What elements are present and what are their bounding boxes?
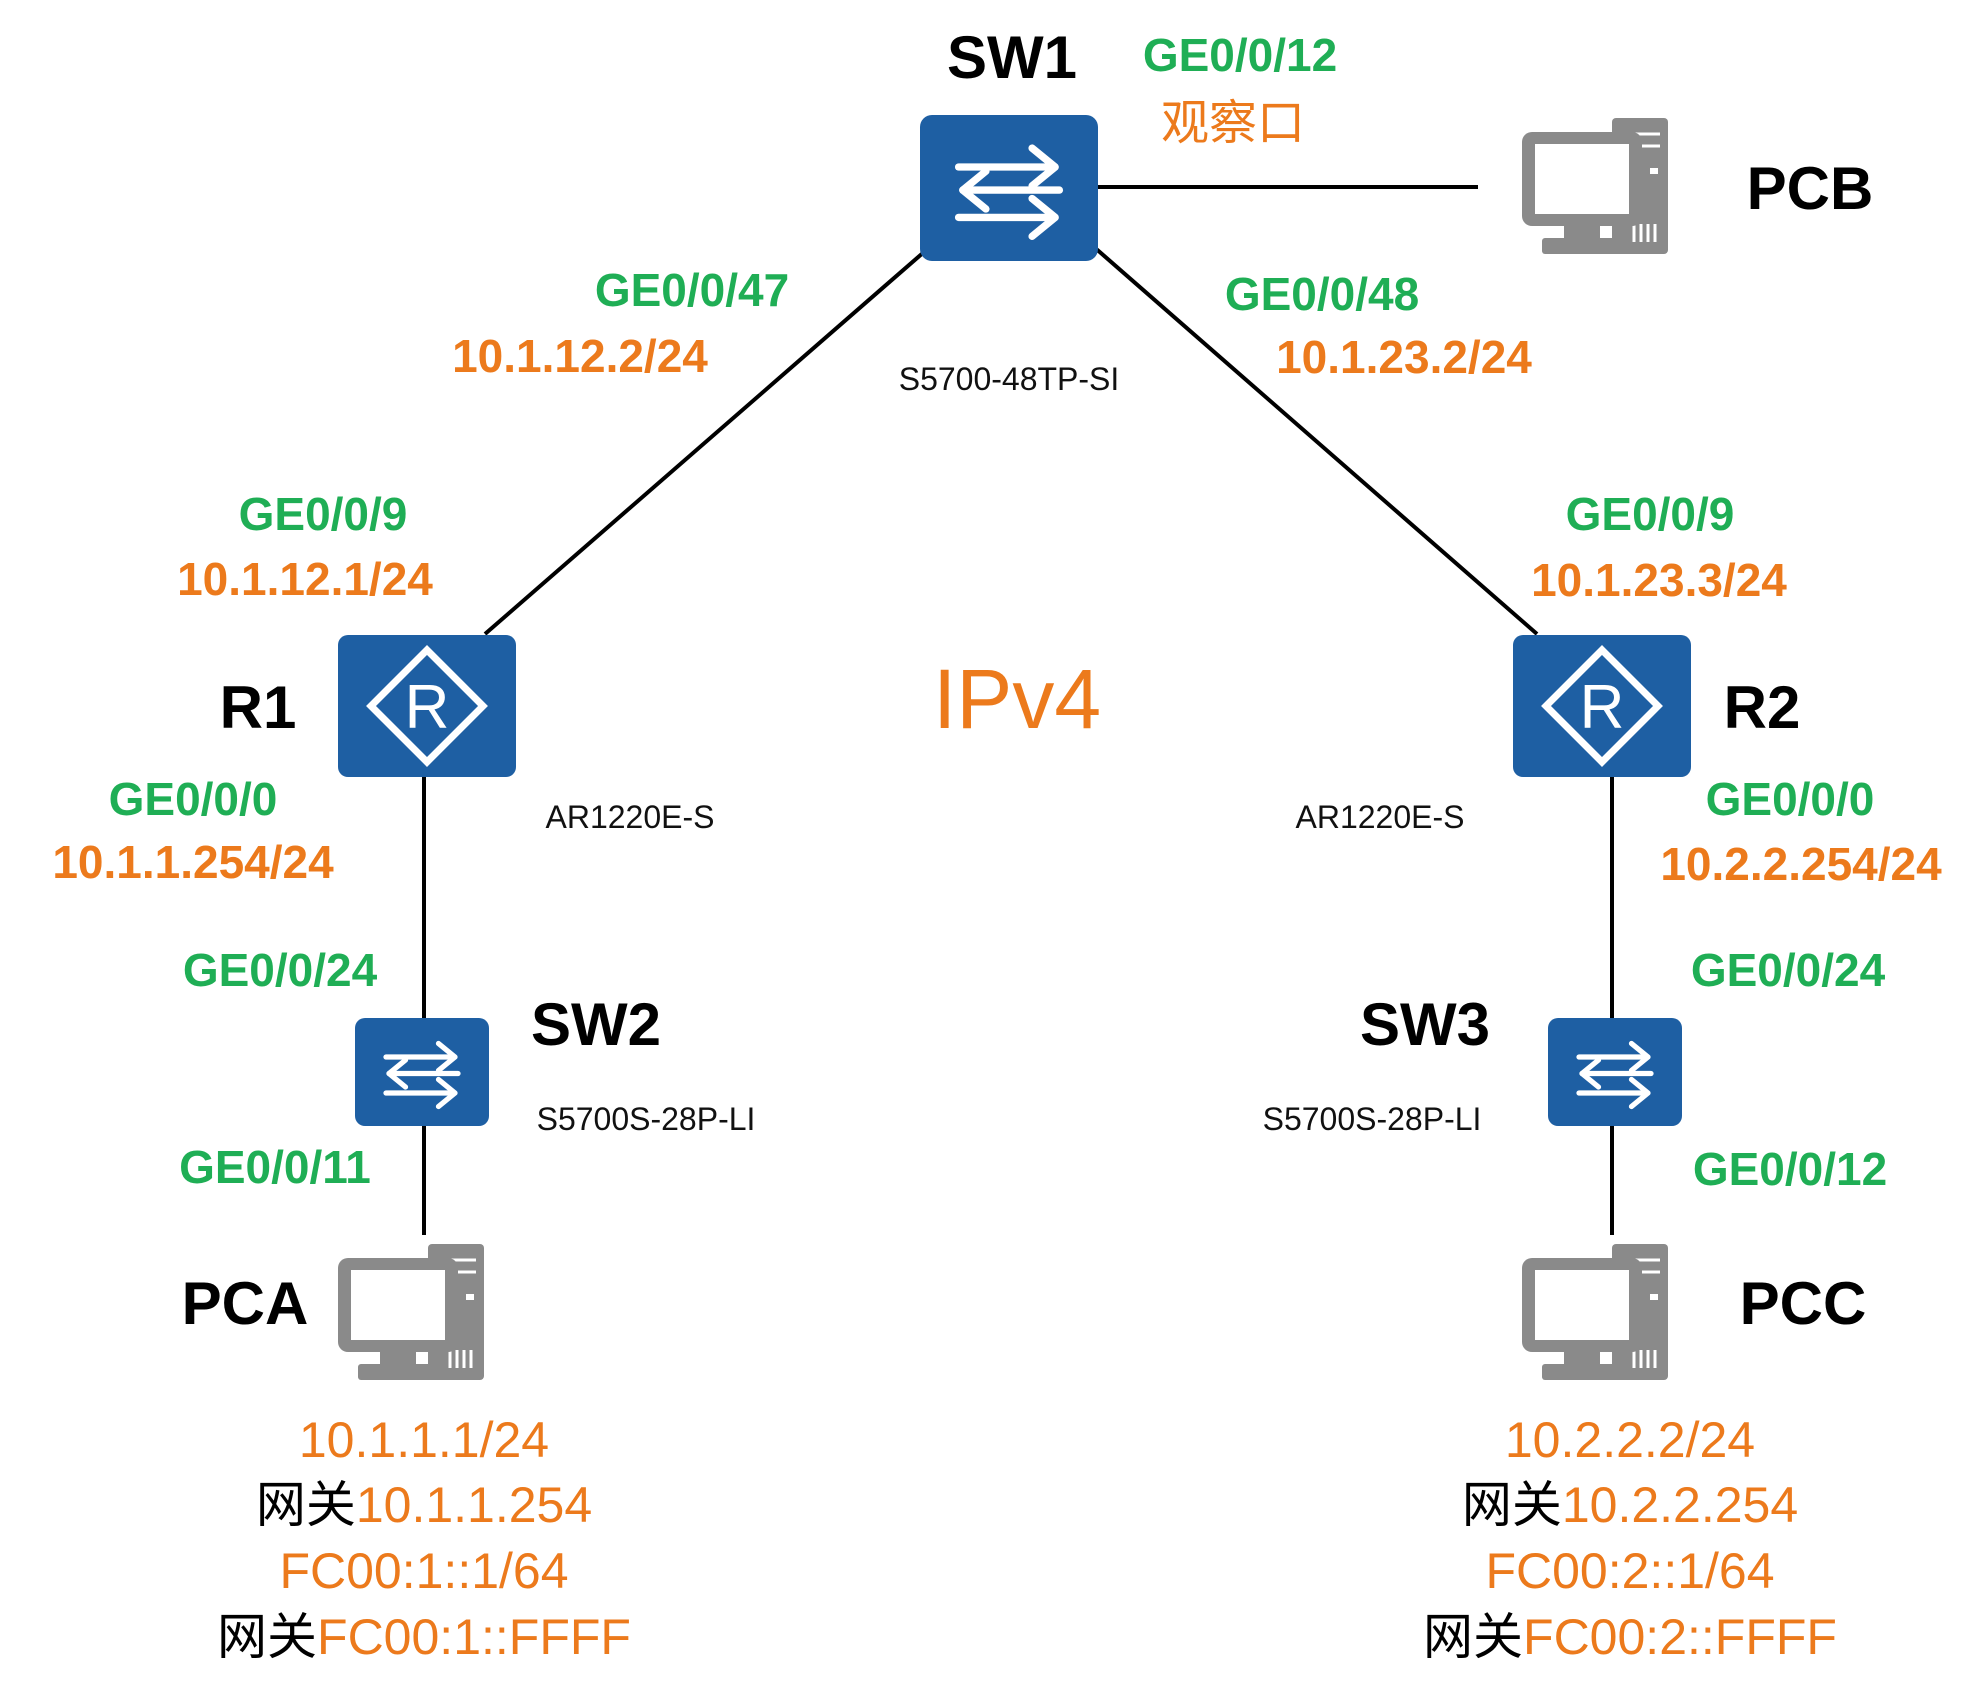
pcc-ipv6: FC00:2::1/64	[1485, 1543, 1774, 1599]
device-name-pcc: PCC	[1740, 1270, 1867, 1337]
port-sw1-r2: GE0/0/48	[1225, 268, 1419, 320]
device-model-sw2: S5700S-28P-LI	[537, 1101, 756, 1137]
router-icon[interactable]	[338, 635, 516, 777]
device-name-sw2: SW2	[531, 991, 661, 1058]
port-r1-up: GE0/0/9	[239, 488, 408, 540]
port-r1-down: GE0/0/0	[109, 773, 278, 825]
ip-r2-down: 10.2.2.254/24	[1660, 838, 1942, 890]
device-name-pcb: PCB	[1747, 155, 1874, 222]
port-sw3-down: GE0/0/12	[1693, 1143, 1887, 1195]
device-model-sw1: S5700-48TP-SI	[899, 361, 1120, 397]
device-model-r1: AR1220E-S	[546, 799, 715, 835]
pca-ipv4: 10.1.1.1/24	[299, 1412, 549, 1468]
port-sw2-up: GE0/0/24	[183, 944, 378, 996]
ip-r2-up: 10.1.23.3/24	[1531, 554, 1787, 606]
port-sw1-pcb: GE0/0/12	[1143, 29, 1337, 81]
pca-gateway6-label: 网关	[217, 1609, 317, 1665]
pc-icon[interactable]	[336, 1242, 486, 1382]
pcc-ipv4: 10.2.2.2/24	[1505, 1412, 1755, 1468]
link-sw1-r1	[483, 250, 926, 636]
pcc-gateway4-label: 网关	[1462, 1477, 1562, 1533]
pcc-gateway6-label: 网关	[1423, 1609, 1523, 1665]
port-note-observe: 观察口	[1161, 97, 1305, 150]
pca-gateway4-line: 网关10.1.1.254	[256, 1477, 592, 1533]
pc-icon[interactable]	[1520, 1242, 1670, 1382]
pcc-gateway4-line: 网关10.2.2.254	[1462, 1477, 1798, 1533]
device-name-r2: R2	[1724, 674, 1801, 741]
pcc-gateway6: FC00:2::FFFF	[1523, 1609, 1837, 1665]
ip-sw1-r2: 10.1.23.2/24	[1276, 331, 1532, 383]
port-r2-up: GE0/0/9	[1566, 488, 1735, 540]
device-model-r2: AR1220E-S	[1296, 799, 1465, 835]
switch-icon[interactable]	[920, 115, 1098, 261]
pca-ipv6: FC00:1::1/64	[279, 1543, 568, 1599]
pca-gateway6: FC00:1::FFFF	[317, 1609, 631, 1665]
port-sw3-up: GE0/0/24	[1691, 944, 1886, 996]
link-sw1-r2	[1092, 245, 1539, 636]
device-name-r1: R1	[220, 674, 297, 741]
switch-icon[interactable]	[1548, 1018, 1682, 1126]
router-icon[interactable]	[1513, 635, 1691, 777]
ip-r1-up: 10.1.12.1/24	[177, 553, 433, 605]
pcc-gateway6-line: 网关FC00:2::FFFF	[1423, 1609, 1837, 1665]
ip-sw1-r1: 10.1.12.2/24	[452, 330, 708, 382]
diagram-title: IPv4	[933, 652, 1101, 746]
device-model-sw3: S5700S-28P-LI	[1263, 1101, 1482, 1137]
port-sw2-down: GE0/0/11	[179, 1141, 371, 1193]
device-name-sw3: SW3	[1360, 991, 1490, 1058]
device-name-sw1: SW1	[947, 24, 1077, 91]
ip-r1-down: 10.1.1.254/24	[52, 836, 334, 888]
pca-gateway4: 10.1.1.254	[356, 1477, 592, 1533]
links	[422, 185, 1614, 1235]
pca-gateway6-line: 网关FC00:1::FFFF	[217, 1609, 631, 1665]
pca-gateway4-label: 网关	[256, 1477, 356, 1533]
pc-icon[interactable]	[1520, 116, 1670, 256]
pcc-gateway4: 10.2.2.254	[1562, 1477, 1798, 1533]
port-sw1-r1: GE0/0/47	[595, 264, 789, 316]
device-name-pca: PCA	[182, 1270, 309, 1337]
switch-icon[interactable]	[355, 1018, 489, 1126]
port-r2-down: GE0/0/0	[1706, 773, 1875, 825]
